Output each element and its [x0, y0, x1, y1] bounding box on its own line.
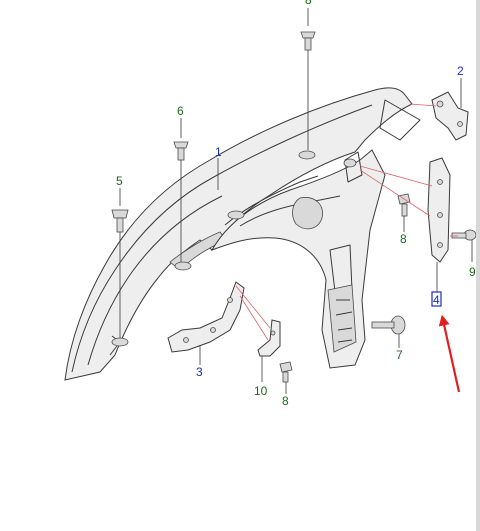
upper-bracket-part-2	[431, 78, 469, 141]
callout-6[interactable]: 6	[177, 104, 184, 118]
fastener-8-bot	[279, 361, 293, 394]
wheel-arch-apron	[210, 99, 421, 369]
side-bracket-part-4	[427, 157, 451, 292]
callout-2[interactable]: 2	[457, 64, 464, 78]
scrollbar-edge	[476, 0, 480, 531]
lower-bracket-part-3	[167, 281, 245, 365]
callout-7[interactable]: 7	[396, 348, 403, 362]
callout-8-mid[interactable]: 8	[400, 232, 407, 246]
callout-9[interactable]: 9	[469, 265, 476, 279]
callout-8-top[interactable]: 8	[305, 0, 312, 7]
callout-1[interactable]: 1	[215, 145, 222, 159]
small-bracket-part-10	[257, 319, 281, 382]
fastener-8-mid	[397, 193, 411, 232]
callout-3[interactable]: 3	[196, 365, 203, 379]
callout-10[interactable]: 10	[254, 384, 268, 398]
fastener-8-top	[300, 8, 316, 150]
callout-5[interactable]: 5	[116, 174, 123, 188]
callout-4[interactable]: 4	[433, 293, 440, 307]
fastener-6	[173, 118, 189, 262]
red-arrow	[438, 314, 461, 393]
callout-4-highlight	[431, 291, 442, 307]
fastener-9	[451, 229, 477, 262]
callout-8-bot[interactable]: 8	[282, 394, 289, 408]
fastener-5	[111, 188, 129, 338]
installation-leaders	[235, 103, 458, 341]
fastener-7	[371, 315, 406, 348]
fender-mount-points	[111, 150, 357, 347]
